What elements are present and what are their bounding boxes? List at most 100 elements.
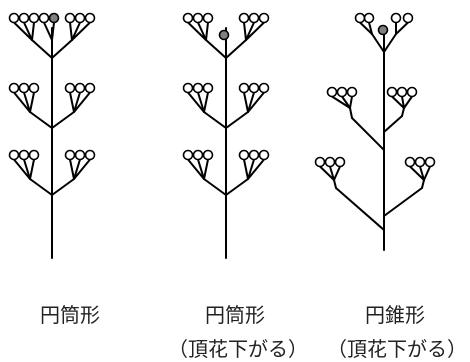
cyl-drop-top-right-cluster-flower [238,12,250,24]
cyl-drop-right-cluster-pedicel [247,91,255,113]
cone-mid-right-branch [383,115,403,133]
cyl-top-right-cluster-flower [84,12,96,24]
cyl-top-right-cluster-pedicel [71,21,91,41]
cyl-drop-right-cluster-flower [258,82,270,94]
cyl-right-cluster-pedicel [73,91,81,113]
cone-low-left-cluster-flower [334,156,346,168]
label-conical-drooping: 円錐形 [365,303,425,327]
cone-low-left-cluster-peduncle [333,179,337,189]
cyl-drop-top-left-cluster-pedicel [187,21,207,41]
cyl-inner-pedicel [43,21,53,41]
cyl-drop-top-left-cluster-peduncle [205,39,227,59]
label-cylindrical-drooping: 円筒形 [205,303,265,327]
cone-mid-left-cluster-flower [326,86,338,98]
cyl-drop-left-cluster-flower [182,149,194,161]
cone-mid-right-cluster-flower [386,86,398,98]
cone-low-right-cluster-pedicel [409,165,425,181]
cyl-right-cluster-flower [74,82,86,94]
cone-low-right-cluster-flower [404,156,416,168]
cyl-right-cluster-pedicel [69,158,75,180]
cyl-left-cluster-flower [8,149,20,161]
cone-low-left-cluster-pedicel [329,165,335,181]
cyl-right-cluster-flower [84,82,96,94]
cyl-drop-left-cluster-flower [202,82,214,94]
cyl-right-cluster-pedicel [73,91,91,113]
cone-apex-left-cluster-flower [363,12,375,24]
cone-low-left-branch [335,187,385,231]
cyl-left-cluster-flower [18,149,30,161]
cyl-right-cluster-flower [74,149,86,161]
cyl-drop-right-cluster-flower [238,82,250,94]
cyl-drop-right-cluster-pedicel [247,158,265,180]
cyl-drop-right-cluster-peduncle [225,178,249,196]
cyl-drop-right-cluster-pedicel [243,158,249,180]
cone-low-right-cluster-flower [424,156,436,168]
cone-low-right-cluster-peduncle [421,179,425,189]
cone-low-left-cluster-flower [324,156,336,168]
cyl-drop-left-cluster-pedicel [203,158,209,180]
cyl-top-right-cluster-pedicel [71,21,81,41]
cyl-top-right-cluster-pedicel [69,21,73,41]
cyl-drop-top-right-cluster-peduncle [225,39,247,59]
cyl-inner-flower [38,12,50,24]
cyl-drop-left-cluster-flower [192,82,204,94]
cyl-left-cluster-pedicel [13,91,31,113]
cone-apex-right-cluster-flower [402,12,414,24]
cone-mid-right-cluster-peduncle [401,107,405,117]
cyl-drop-left-cluster-pedicel [187,158,205,180]
cone-low-left-cluster-pedicel [333,165,341,181]
cyl-top-right-cluster-flower [74,12,86,24]
cyl-drop-top-right-cluster-flower [248,12,260,24]
cone-low-right-branch [383,187,423,217]
cyl-left-cluster-pedicel [29,91,35,113]
cyl-drop-top-right-cluster-pedicel [243,21,247,41]
label-cylindrical: 円筒形 [40,303,100,327]
cone-low-right-cluster-pedicel [419,165,425,181]
cyl-drop-top-right-cluster-pedicel [245,21,255,41]
cyl-drop-left-cluster-pedicel [197,91,205,113]
cyl-drop-top-left-cluster-flower [182,12,194,24]
cyl-drop-left-cluster-flower [202,149,214,161]
cyl-right-cluster-peduncle [51,178,75,196]
cone-mid-left-cluster-peduncle [349,107,353,119]
cyl-drop-left-cluster-peduncle [203,178,227,196]
cyl-drop-right-cluster-flower [248,149,260,161]
cone-apex-left-cluster-pedicel [368,21,373,35]
cyl-drop-right-cluster-peduncle [225,111,249,129]
cyl-top-left-cluster-pedicel [23,21,33,41]
cyl-right-cluster-flower [84,149,96,161]
cone-mid-right-cluster-pedicel [403,95,413,109]
cyl-left-cluster-pedicel [29,158,35,180]
cyl-right-cluster-pedicel [73,158,81,180]
cone-mid-left-cluster-flower [346,86,358,98]
cyl-drop-top-left-cluster-flower [192,12,204,24]
cyl-top-left-cluster-peduncle [31,39,53,59]
cone-mid-right-cluster-pedicel [401,95,405,109]
cyl-drop-top-left-cluster-flower [202,12,214,24]
cyl-left-cluster-flower [28,82,40,94]
cone-low-right-cluster-flower [414,156,426,168]
cyl-top-left-cluster-pedicel [31,21,35,41]
plant-cylindrical [8,12,96,259]
cyl-right-cluster-pedicel [73,158,91,180]
cyl-left-cluster-peduncle [29,111,53,129]
cyl-drop-right-cluster-pedicel [247,158,255,180]
plant-conical-drooping [314,12,436,251]
cyl-drop-left-cluster-pedicel [203,91,209,113]
cyl-top-left-cluster-flower [28,12,40,24]
cone-mid-right-cluster-flower [396,86,408,98]
cyl-drop-top-right-cluster-pedicel [245,21,265,41]
cyl-drop-left-cluster-flower [192,149,204,161]
cyl-drop-top-right-cluster-flower [258,12,270,24]
cone-low-right-cluster-pedicel [423,165,431,181]
cyl-left-cluster-pedicel [23,91,31,113]
cyl-terminal-pedicel [51,21,55,41]
cyl-drop-left-cluster-pedicel [197,158,205,180]
cone-apex-left-cluster-pedicel [359,21,373,35]
cyl-top-left-cluster-flower [8,12,20,24]
cone-mid-right-cluster-flower [406,86,418,98]
cone-apex-right-cluster-peduncle [383,33,397,53]
cone-apex-left-cluster-peduncle [371,33,385,53]
cyl-drop-left-cluster-pedicel [187,91,205,113]
